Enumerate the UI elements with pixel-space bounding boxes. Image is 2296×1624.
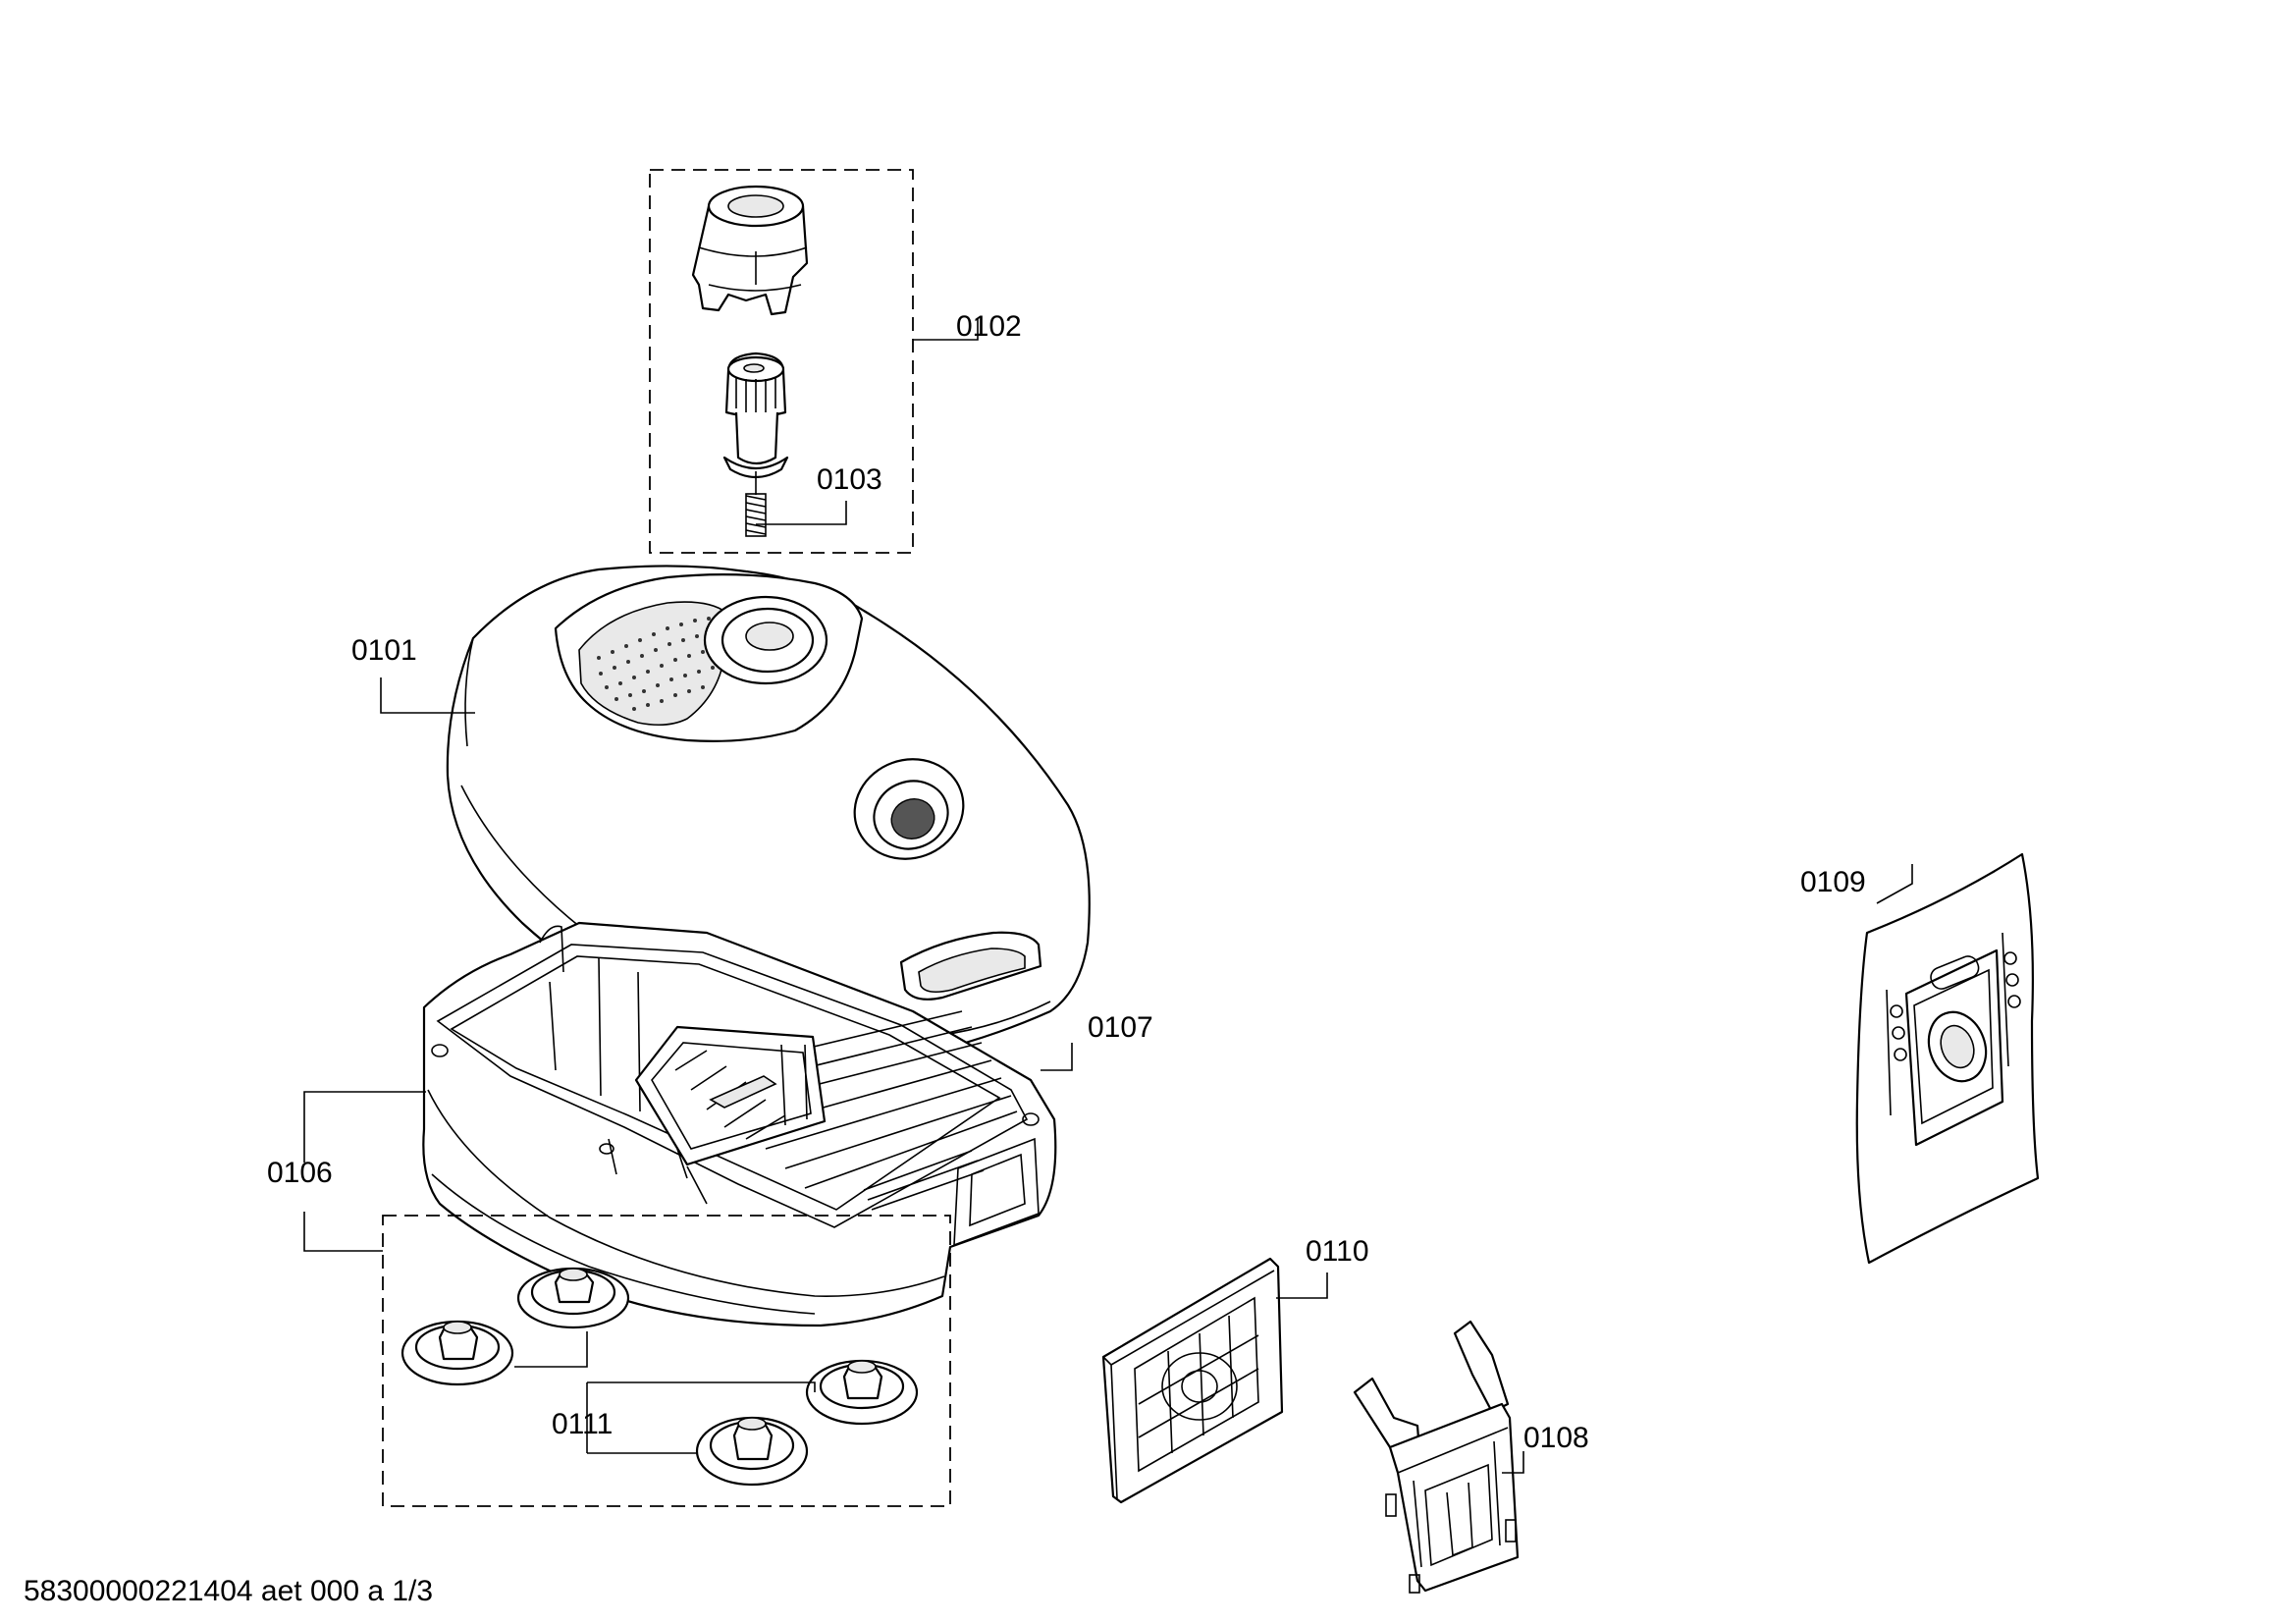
callout-0107: 0107 bbox=[1088, 1011, 1153, 1044]
part-0111-wheel-3[interactable] bbox=[805, 1359, 919, 1426]
callout-0108: 0108 bbox=[1523, 1422, 1589, 1454]
leader-lines bbox=[303, 318, 1913, 1474]
callout-0109: 0109 bbox=[1800, 866, 1866, 898]
callout-0111: 0111 bbox=[552, 1408, 613, 1440]
part-0103-spring[interactable] bbox=[745, 493, 767, 537]
part-0102-cap[interactable] bbox=[691, 185, 809, 316]
part-0107-filter-frame[interactable] bbox=[634, 1025, 827, 1166]
callout-0103: 0103 bbox=[817, 463, 882, 496]
drawing-id-footer: 58300000221404 aet 000 a 1/3 bbox=[24, 1575, 433, 1607]
part-0111-wheel-4[interactable] bbox=[695, 1416, 809, 1487]
part-0102-knob[interactable] bbox=[722, 352, 789, 495]
callout-0101: 0101 bbox=[351, 634, 417, 667]
part-0109-dust-bag[interactable] bbox=[1855, 852, 2040, 1265]
part-0111-wheel-1[interactable] bbox=[516, 1267, 630, 1329]
part-0110-filter-grid[interactable] bbox=[1101, 1257, 1284, 1504]
callout-0110: 0110 bbox=[1306, 1235, 1369, 1268]
part-0108-bag-holder[interactable] bbox=[1353, 1320, 1520, 1594]
callout-0106: 0106 bbox=[267, 1157, 333, 1189]
part-0111-wheel-2[interactable] bbox=[400, 1320, 514, 1386]
group-box-0111 bbox=[382, 1215, 951, 1507]
callout-0102: 0102 bbox=[956, 310, 1022, 343]
group-box-0102 bbox=[649, 169, 914, 554]
